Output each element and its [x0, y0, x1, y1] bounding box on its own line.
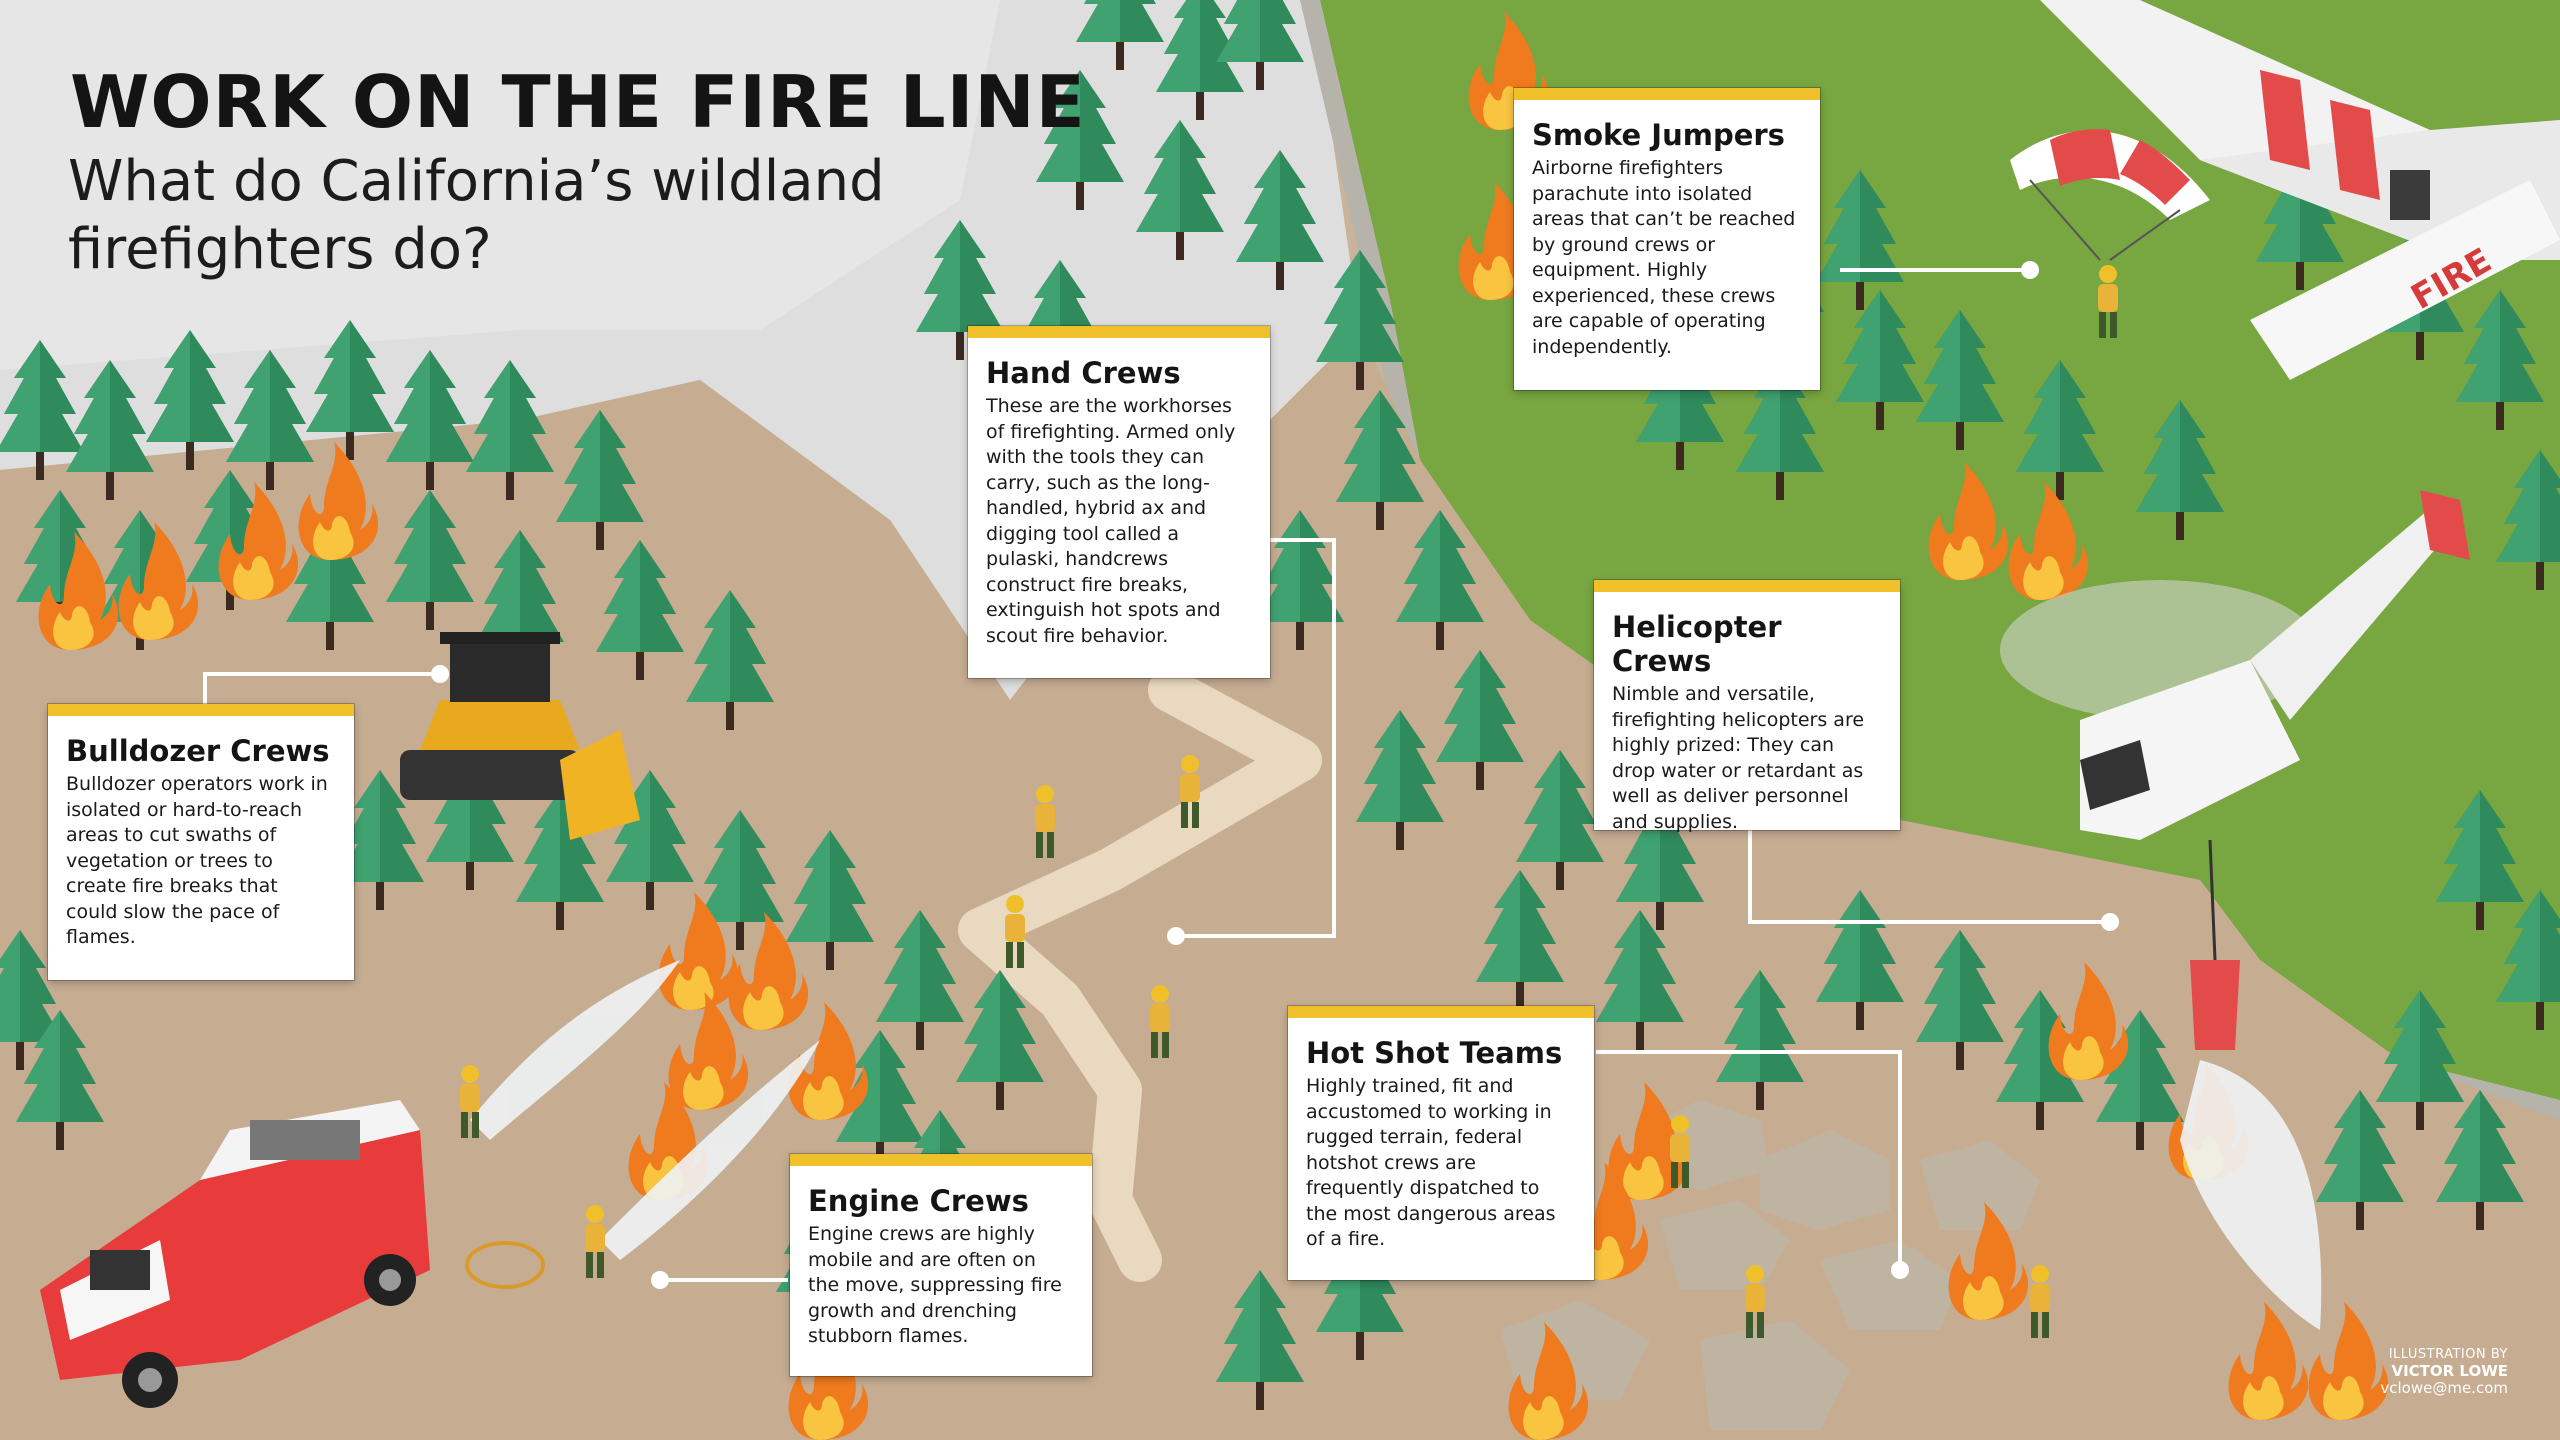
parachute-icon — [2010, 129, 2210, 338]
card-title: Hot Shot Teams — [1306, 1036, 1563, 1070]
credit-line-3: vclowe@me.com — [2380, 1379, 2508, 1397]
card-title: Engine Crews — [808, 1184, 1029, 1218]
card-title: Smoke Jumpers — [1532, 118, 1785, 152]
credit-line-2: VICTOR LOWE — [2391, 1362, 2508, 1380]
card-smoke-jumpers: Smoke Jumpers Airborne firefighters para… — [1514, 88, 1820, 390]
card-bulldozer-crews: Bulldozer Crews Bulldozer operators work… — [48, 704, 354, 980]
airplane-icon: FIRE — [2040, 0, 2560, 380]
credit-line-1: ILLUSTRATION BY — [2388, 1347, 2508, 1362]
card-hand-crews: Hand Crews These are the workhorses of f… — [968, 326, 1270, 678]
card-body: Engine crews are highly mobile and are o… — [808, 1223, 1062, 1347]
card-body: Airborne firefighters parachute into iso… — [1532, 157, 1796, 358]
card-engine-crews: Engine Crews Engine crews are highly mob… — [790, 1154, 1092, 1376]
card-body: Bulldozer operators work in isolated or … — [66, 773, 328, 948]
card-title: Hand Crews — [986, 356, 1181, 390]
card-body: Highly trained, fit and accustomed to wo… — [1306, 1075, 1556, 1250]
card-body: Nimble and versatile, firefighting helic… — [1612, 683, 1865, 833]
card-helicopter-crews: Helicopter Crews Nimble and versatile, f… — [1594, 580, 1900, 833]
page-subtitle: What do California’s wildland firefighte… — [68, 149, 885, 282]
card-hot-shot-teams: Hot Shot Teams Highly trained, fit and a… — [1288, 1006, 1594, 1280]
card-title: Bulldozer Crews — [66, 734, 330, 768]
helicopter-icon — [2000, 490, 2470, 1050]
card-title: Helicopter Crews — [1612, 610, 1782, 678]
bulldozer-icon — [400, 632, 640, 840]
illustration-credit: ILLUSTRATION BY VICTOR LOWE vclowe@me.co… — [2380, 1346, 2508, 1397]
card-body: These are the workhorses of firefighting… — [986, 395, 1236, 647]
fire-engine-icon — [40, 1100, 430, 1408]
page-title: WORK ON THE FIRE LINE — [70, 60, 1086, 144]
